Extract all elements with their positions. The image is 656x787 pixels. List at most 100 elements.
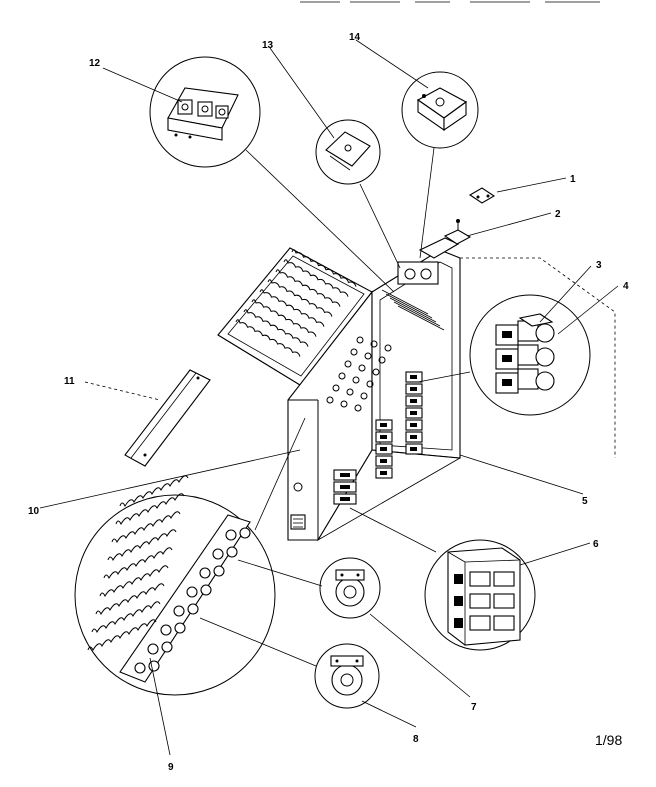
heater-coil	[291, 249, 357, 287]
strip-terminal	[225, 529, 237, 541]
panel-fitting	[332, 384, 340, 392]
callout-5: 5	[582, 496, 588, 507]
strip-terminal	[200, 584, 212, 596]
panel-fitting	[384, 344, 392, 352]
screw-and-bracket-part	[443, 219, 472, 245]
panel-fitting	[358, 364, 366, 372]
terminal-screw	[340, 485, 350, 489]
terminal-screw	[380, 435, 387, 439]
terminal-block	[517, 368, 539, 390]
terminal-slot	[469, 571, 491, 587]
terminal-screw	[340, 497, 350, 501]
callout-6: 6	[593, 539, 599, 550]
strip-terminal	[134, 662, 146, 674]
strip-terminal	[174, 622, 186, 634]
panel-fitting	[364, 352, 372, 360]
terminal-screw	[410, 447, 417, 451]
panel-fin	[393, 301, 441, 327]
terminal-screw	[502, 331, 512, 338]
callout-13: 13	[262, 40, 274, 51]
heater-coil	[283, 259, 349, 297]
element-coil	[91, 601, 161, 634]
terminal-cylinder	[535, 323, 555, 343]
element-strip-detail	[74, 475, 276, 696]
strip-terminal	[213, 565, 225, 577]
callout-9: 9	[168, 762, 174, 773]
terminal-screw	[410, 387, 417, 391]
terminal-screw	[410, 423, 417, 427]
terminal-screw	[454, 596, 463, 606]
strip-terminal	[147, 643, 159, 655]
terminal-slot	[469, 593, 491, 609]
strip-terminal	[239, 527, 251, 539]
strip-terminal	[173, 605, 185, 617]
strip-terminal	[186, 586, 198, 598]
panel-fitting	[356, 336, 364, 344]
phantom-outline	[460, 257, 616, 458]
strip-terminal	[199, 567, 211, 579]
strip-terminal	[212, 548, 224, 560]
date-stamp: 1/98	[595, 732, 622, 748]
callout-1: 1	[570, 174, 576, 185]
terminal-slot	[493, 593, 515, 609]
terminal-screw	[380, 471, 387, 475]
panel-fin	[381, 289, 429, 315]
callout-3: 3	[596, 260, 602, 271]
panel-fitting	[372, 368, 380, 376]
strip-terminal	[226, 546, 238, 558]
callout-2: 2	[555, 209, 561, 220]
small-bracket-detail	[315, 119, 381, 185]
limit-switch-detail-b	[314, 643, 380, 709]
terminal-screw	[410, 411, 417, 415]
panel-fitting	[340, 400, 348, 408]
switch-detail	[401, 71, 479, 149]
heater-coil	[275, 269, 341, 307]
element-coil	[99, 565, 169, 598]
terminal-cylinder	[535, 371, 555, 391]
element-coil	[111, 511, 181, 544]
callout-12: 12	[89, 58, 101, 69]
panel-fitting	[354, 404, 362, 412]
terminal-block-detail-b	[424, 539, 536, 651]
callout-7: 7	[471, 702, 477, 713]
mounting-bracket	[124, 369, 211, 467]
terminal-screw	[410, 399, 417, 403]
leader-lines	[39, 39, 619, 756]
control-panel-cabinet	[287, 237, 462, 542]
panel-fitting	[366, 380, 374, 388]
panel-fitting	[346, 388, 354, 396]
strip-terminal	[187, 603, 199, 615]
panel-fitting	[378, 356, 386, 364]
panel-fitting	[360, 392, 368, 400]
terminal-block-detail-a	[469, 294, 591, 416]
strip-terminal	[160, 624, 172, 636]
heater-coil	[251, 299, 317, 337]
terminal-slot	[493, 571, 515, 587]
terminal-cap	[518, 313, 554, 327]
terminal-screw	[454, 574, 463, 584]
terminal-screw	[410, 435, 417, 439]
clip-part	[468, 187, 496, 204]
terminal-screw	[502, 379, 512, 386]
heater-coil	[243, 309, 309, 347]
panel-fitting	[352, 376, 360, 384]
terminal-slot	[493, 615, 515, 631]
limit-switch-detail-a	[319, 557, 381, 619]
element-coil	[115, 493, 185, 526]
strip-terminal	[161, 641, 173, 653]
element-coil	[95, 583, 165, 616]
relay-detail	[149, 56, 261, 168]
terminal-screw	[380, 459, 387, 463]
terminal-screw	[502, 355, 512, 362]
strip-terminal	[148, 660, 160, 672]
panel-fitting	[350, 348, 358, 356]
terminal-slot	[469, 615, 491, 631]
terminal-block	[517, 344, 539, 366]
panel-fin	[385, 293, 433, 319]
panel-fin	[397, 305, 445, 331]
terminal-screw	[380, 423, 387, 427]
callout-4: 4	[623, 281, 629, 292]
element-coil	[87, 619, 157, 652]
element-coil	[119, 475, 189, 508]
